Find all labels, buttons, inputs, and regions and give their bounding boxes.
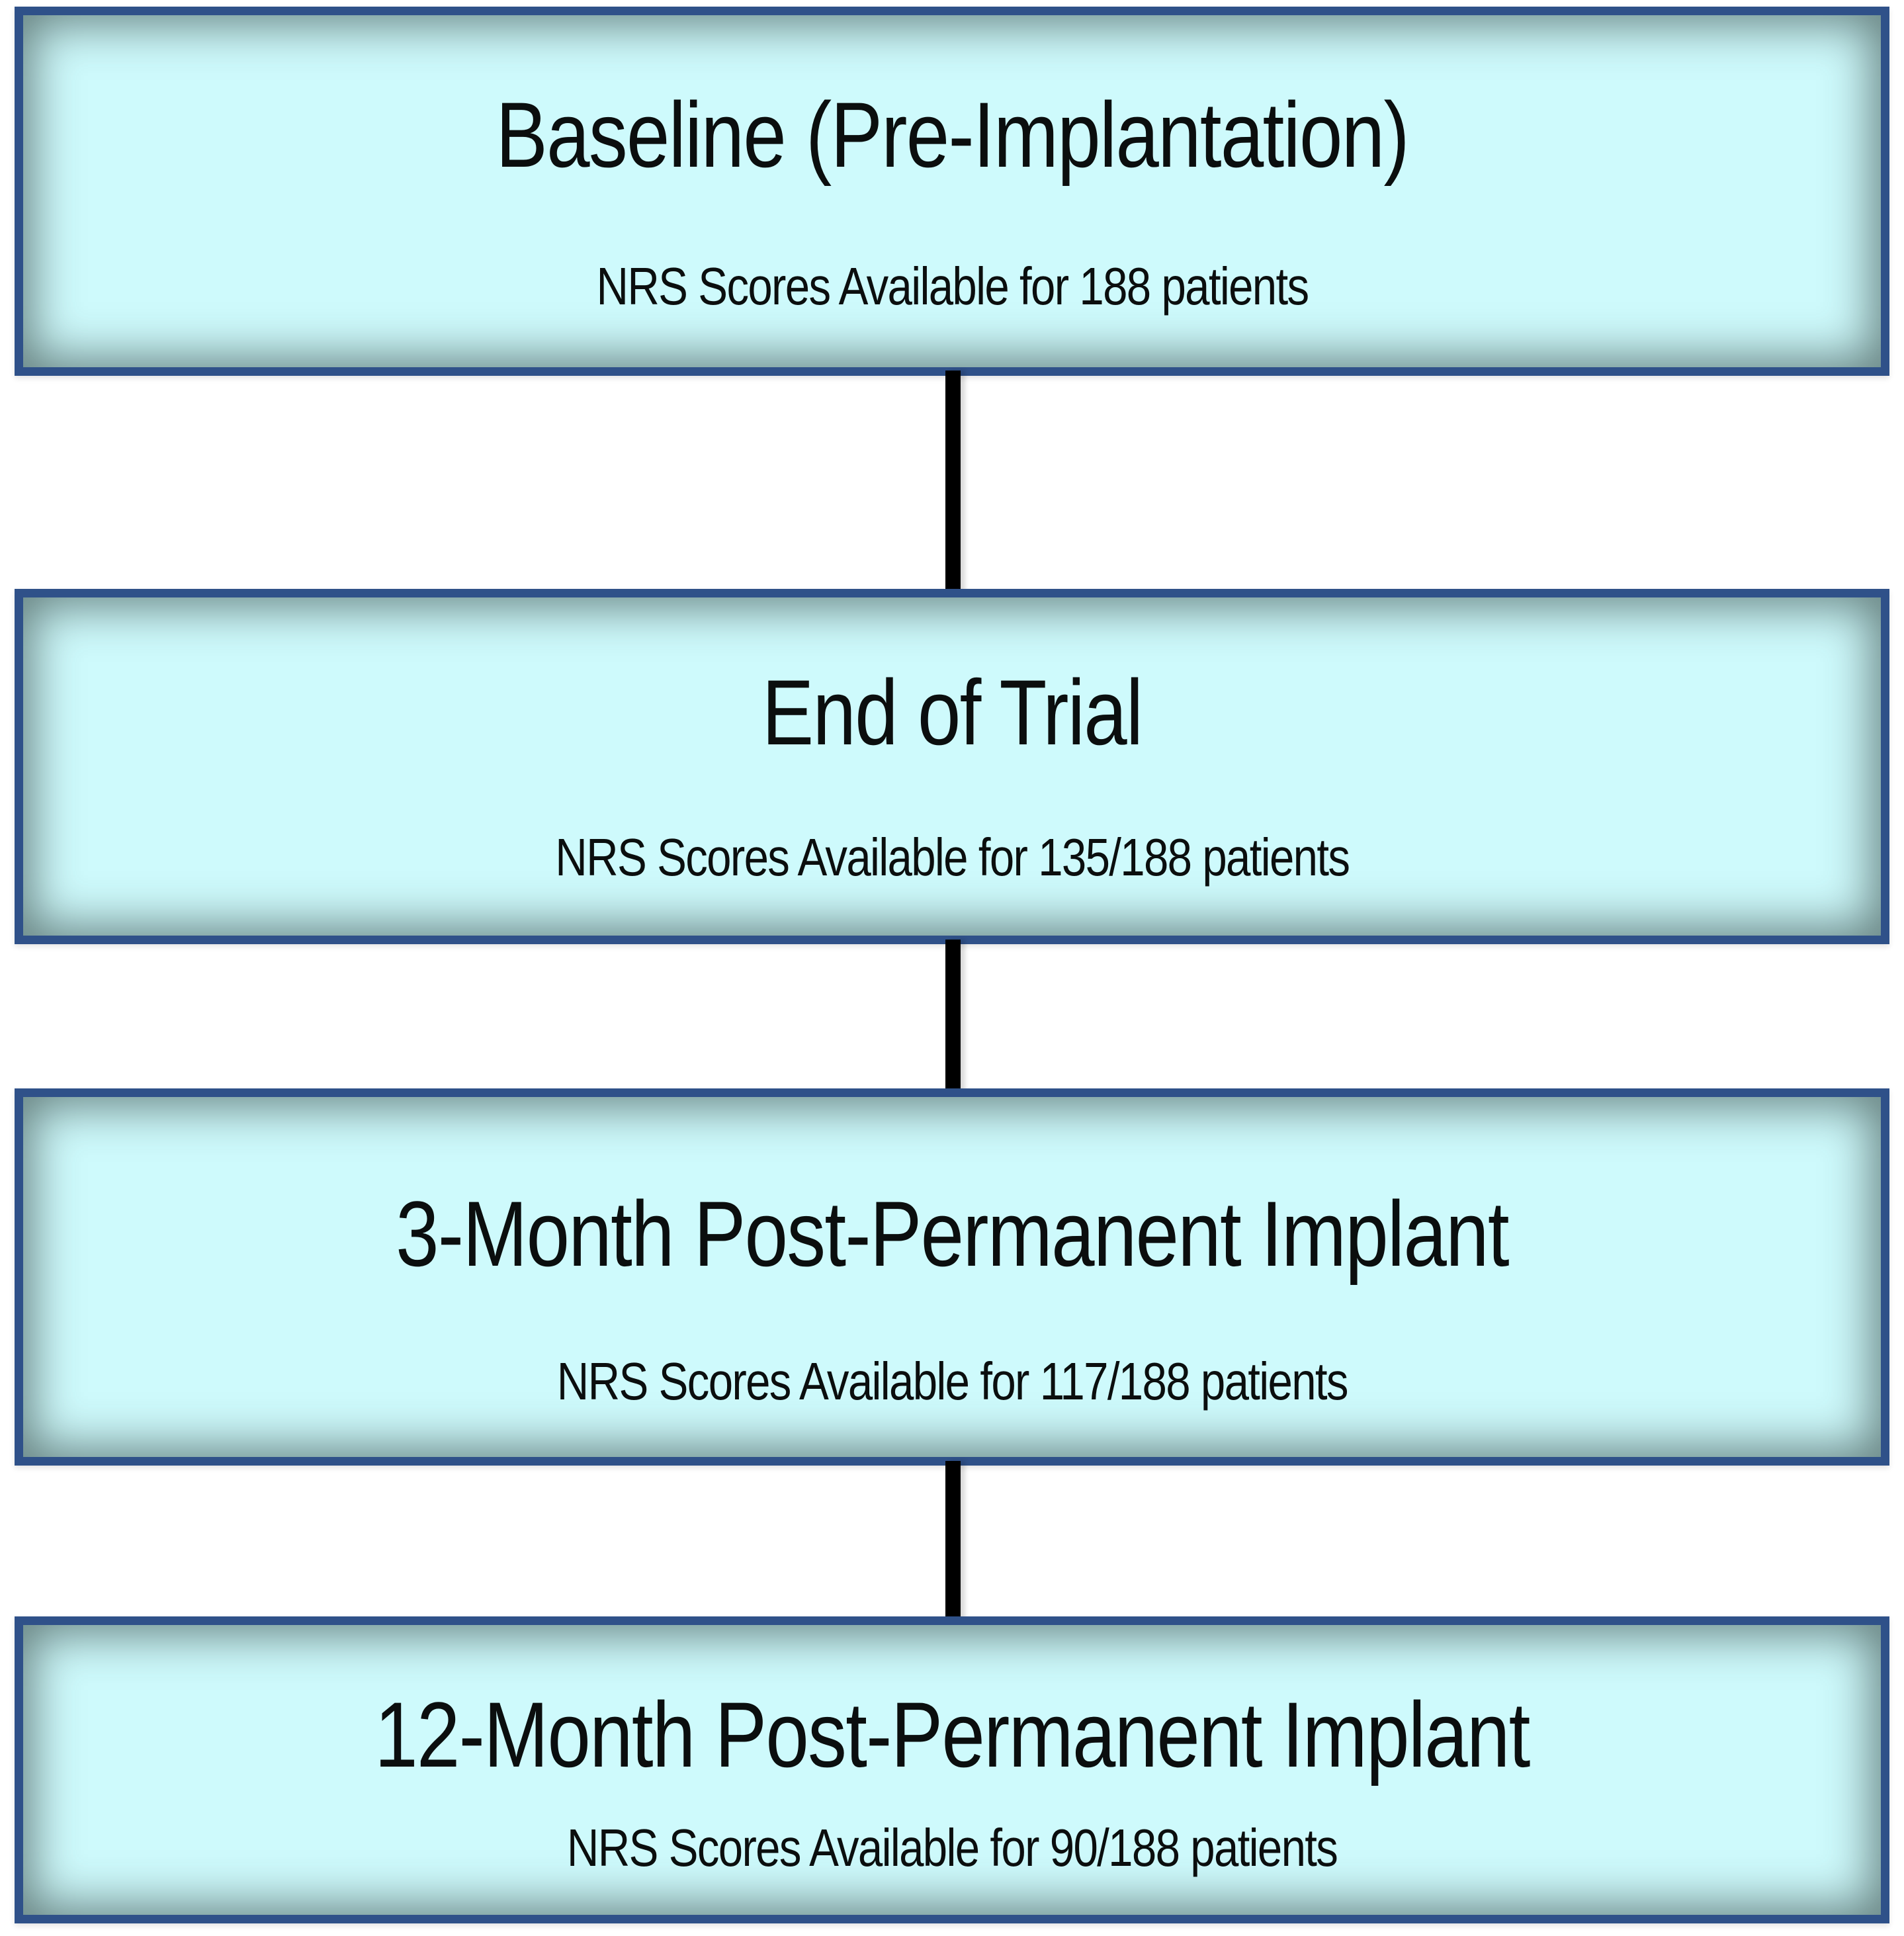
box-title: 3-Month Post-Permanent Implant	[23, 1181, 1881, 1286]
box-title-text: Baseline (Pre-Implantation)	[496, 82, 1409, 187]
box-subtitle-text: NRS Scores Available for 117/188 patient…	[556, 1351, 1348, 1411]
box-subtitle-text: NRS Scores Available for 135/188 patient…	[555, 828, 1350, 887]
box-title-text: 12-Month Post-Permanent Implant	[374, 1683, 1530, 1787]
flow-box-end-of-trial: End of Trial NRS Scores Available for 13…	[15, 589, 1889, 944]
box-title: End of Trial	[23, 666, 1881, 759]
flow-box-baseline: Baseline (Pre-Implantation) NRS Scores A…	[15, 7, 1889, 376]
connector-line-2	[945, 940, 961, 1093]
box-subtitle-text: NRS Scores Available for 188 patients	[596, 256, 1309, 316]
box-subtitle: NRS Scores Available for 117/188 patient…	[23, 1351, 1881, 1411]
box-subtitle: NRS Scores Available for 90/188 patients	[23, 1822, 1881, 1874]
flow-box-3-month: 3-Month Post-Permanent Implant NRS Score…	[15, 1088, 1889, 1466]
box-title: Baseline (Pre-Implantation)	[23, 82, 1881, 187]
box-subtitle: NRS Scores Available for 135/188 patient…	[23, 831, 1881, 884]
connector-line-1	[945, 371, 961, 593]
box-title-text: 3-Month Post-Permanent Implant	[396, 1181, 1509, 1286]
flow-box-12-month: 12-Month Post-Permanent Implant NRS Scor…	[15, 1616, 1889, 1923]
box-subtitle-text: NRS Scores Available for 90/188 patients	[566, 1818, 1338, 1878]
box-subtitle: NRS Scores Available for 188 patients	[23, 256, 1881, 316]
box-title-text: End of Trial	[761, 660, 1143, 764]
box-title: 12-Month Post-Permanent Implant	[23, 1689, 1881, 1781]
connector-line-3	[945, 1461, 961, 1621]
